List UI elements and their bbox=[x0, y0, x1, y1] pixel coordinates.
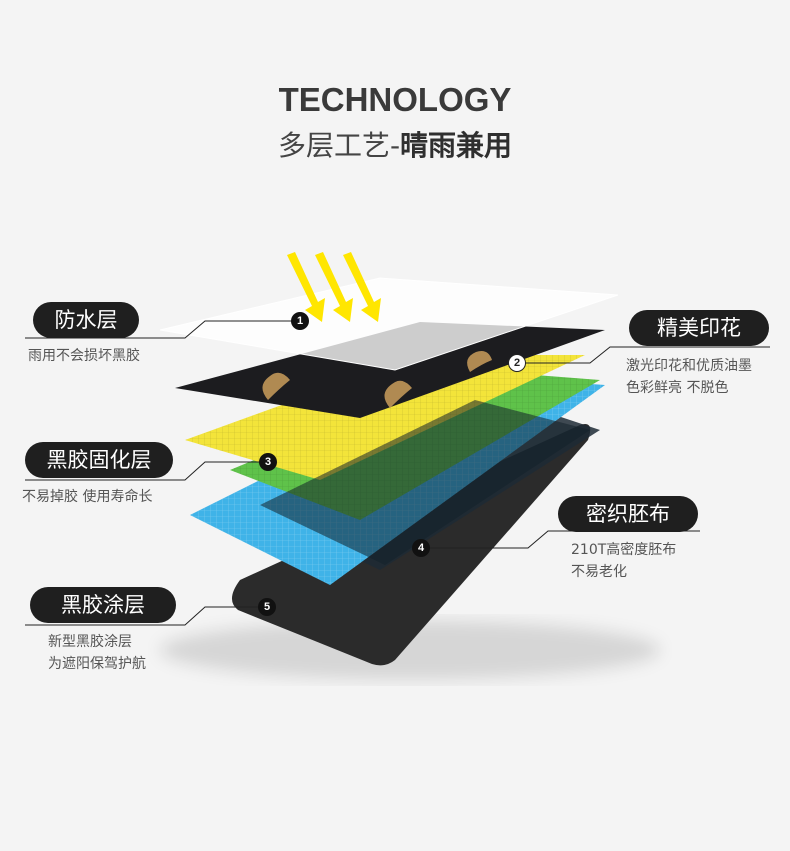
ginkgo-leaf-icon bbox=[262, 351, 492, 408]
marker-1: 1 bbox=[291, 312, 309, 330]
title-en: TECHNOLOGY bbox=[278, 81, 512, 118]
layer-desc-3: 不易掉胶 使用寿命长 bbox=[22, 489, 153, 505]
heading: TECHNOLOGY 多层工艺-晴雨兼用 bbox=[0, 80, 790, 166]
layer-label-4: 密织胚布 bbox=[558, 496, 698, 532]
marker-4: 4 bbox=[412, 539, 430, 557]
shadow bbox=[160, 620, 660, 680]
marker-2: 2 bbox=[508, 354, 526, 372]
marker-5: 5 bbox=[258, 598, 276, 616]
marker-3: 3 bbox=[259, 453, 277, 471]
layer-desc-2: 激光印花和优质油墨 色彩鲜亮 不脱色 bbox=[626, 358, 752, 396]
layer-desc-5: 新型黑胶涂层 为遮阳保驾护航 bbox=[48, 634, 146, 672]
layer-label-5: 黑胶涂层 bbox=[30, 587, 176, 623]
layer-desc-4: 210T高密度胚布 不易老化 bbox=[571, 542, 677, 580]
title-cn-bold: 晴雨兼用 bbox=[400, 129, 513, 162]
title-cn: 多层工艺-晴雨兼用 bbox=[0, 126, 790, 166]
layer-label-3: 黑胶固化层 bbox=[25, 442, 173, 478]
layer-label-2: 精美印花 bbox=[629, 310, 769, 346]
waterproof-layer bbox=[159, 277, 619, 371]
sun-arrow-icon bbox=[287, 252, 381, 322]
title-cn-regular: 多层工艺- bbox=[277, 129, 401, 162]
layer-label-1: 防水层 bbox=[33, 302, 139, 338]
layer-desc-1: 雨用不会损坏黑胶 bbox=[28, 348, 140, 364]
print-layer bbox=[175, 322, 605, 418]
